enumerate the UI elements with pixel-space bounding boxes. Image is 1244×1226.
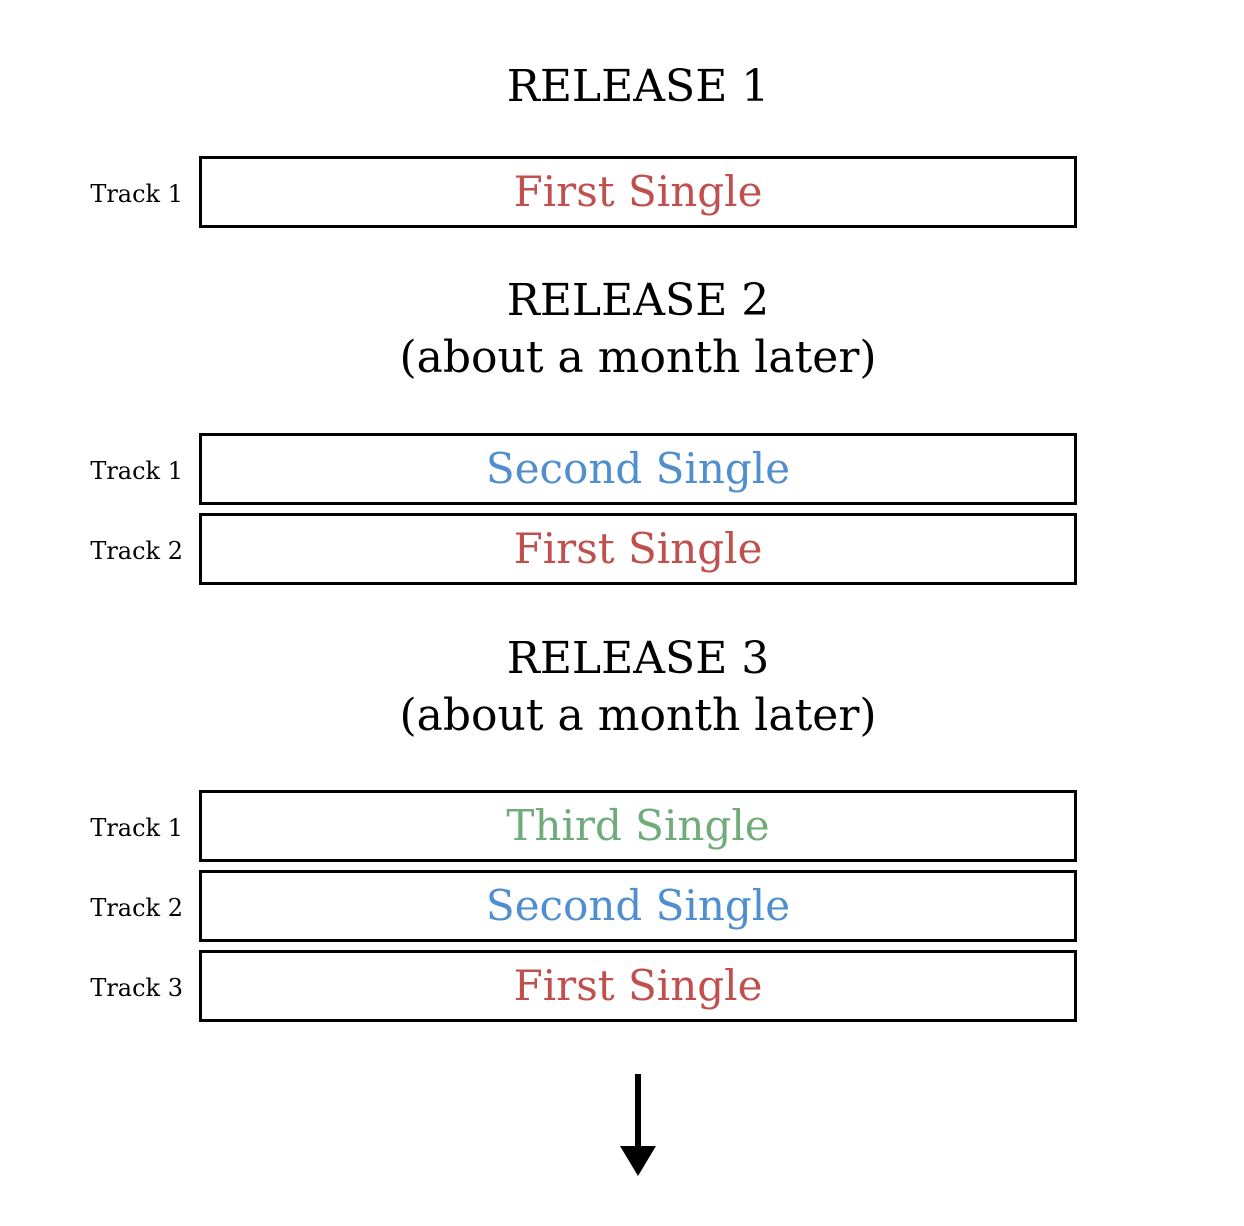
release-1-title: RELEASE 1 — [506, 61, 770, 112]
release-2-track-1-title: Second Single — [485, 444, 791, 493]
down-arrow-head — [620, 1146, 656, 1176]
release-2-track-2-title: First Single — [513, 524, 763, 573]
release-3-track-1-label: Track 1 — [90, 814, 183, 842]
release-3-track-3-title: First Single — [513, 961, 763, 1010]
release-1-track-1-label: Track 1 — [90, 180, 183, 208]
release-3-title: RELEASE 3 — [506, 633, 770, 684]
release-3-track-3-label: Track 3 — [90, 974, 183, 1002]
release-2-subtitle: (about a month later) — [399, 332, 877, 383]
release-2-heading: RELEASE 2 (about a month later) — [200, 272, 1076, 386]
release-3-heading: RELEASE 3 (about a month later) — [200, 630, 1076, 744]
release-3-track-2-label: Track 2 — [90, 894, 183, 922]
release-3-track-2-title: Second Single — [485, 881, 791, 930]
release-1-heading: RELEASE 1 — [200, 58, 1076, 115]
release-2-track-2-box: First Single — [199, 513, 1077, 585]
release-2-track-1-label: Track 1 — [90, 457, 183, 485]
release-2-title: RELEASE 2 — [506, 275, 770, 326]
release-3-subtitle: (about a month later) — [399, 690, 877, 741]
release-1-track-1-box: First Single — [199, 156, 1077, 228]
release-3-track-3-box: First Single — [199, 950, 1077, 1022]
release-3-track-1-box: Third Single — [199, 790, 1077, 862]
release-1-track-1-title: First Single — [513, 167, 763, 216]
release-3-track-2-box: Second Single — [199, 870, 1077, 942]
release-2-track-1-box: Second Single — [199, 433, 1077, 505]
down-arrow-icon — [620, 1074, 656, 1176]
release-2-track-2-label: Track 2 — [90, 537, 183, 565]
release-3-track-1-title: Third Single — [506, 801, 770, 850]
